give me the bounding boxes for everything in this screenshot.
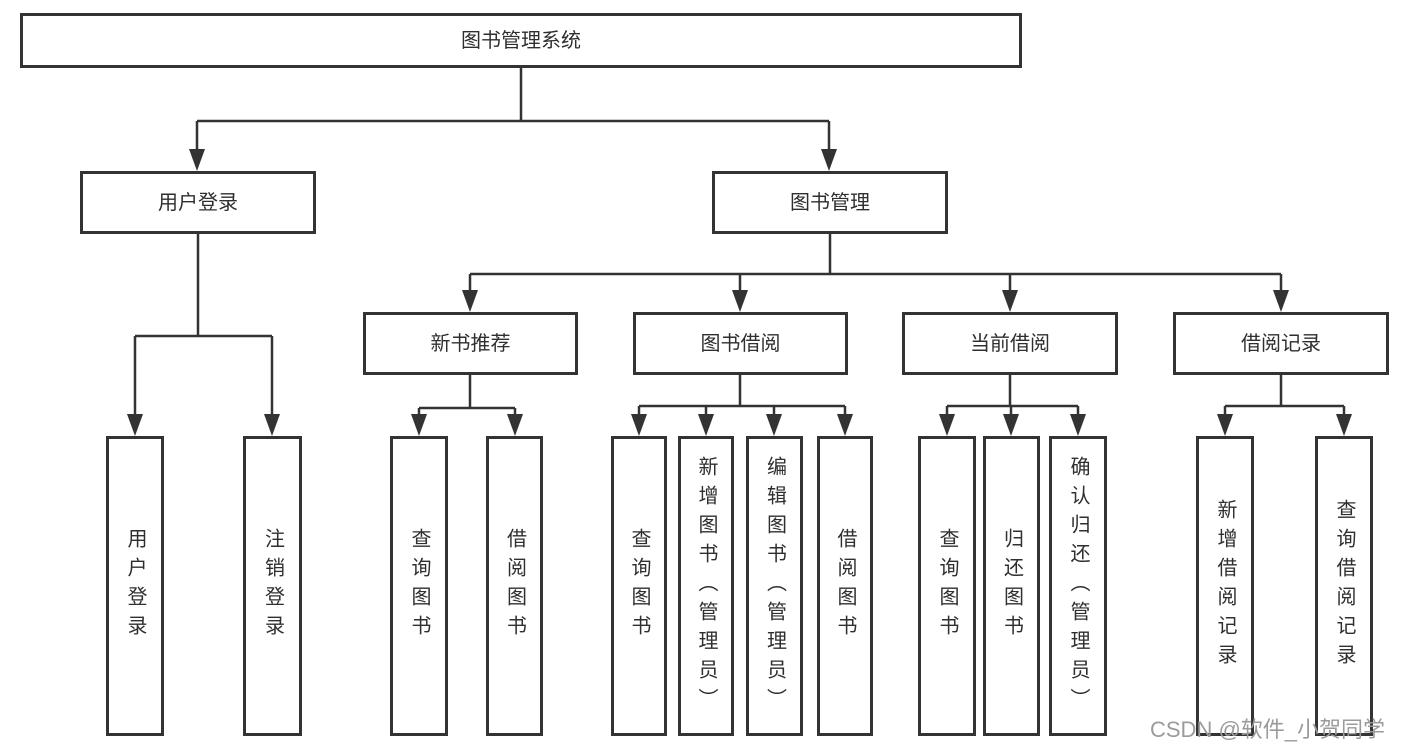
- node-label: 新书推荐: [430, 332, 511, 355]
- node-label: 借阅图书: [834, 528, 856, 644]
- watermark: CSDN @软件_小贺同学: [1150, 717, 1386, 742]
- connector-borrow-records: [1217, 375, 1352, 436]
- node-leaf-add-borrow-record: 新增借阅记录: [1196, 436, 1254, 736]
- node-leaf-query-books-rec: 查询图书: [390, 436, 448, 736]
- node-book-borrow: 图书借阅: [633, 312, 848, 375]
- node-label: 查询图书: [408, 528, 430, 644]
- node-leaf-logout: 注销登录: [243, 436, 302, 736]
- node-root: 图书管理系统: [20, 13, 1022, 68]
- node-leaf-borrow-books-rec: 借阅图书: [486, 436, 543, 736]
- node-label: 用户登录: [158, 191, 238, 214]
- node-label: 归还图书: [1000, 528, 1023, 644]
- node-label: 注销登录: [261, 528, 284, 644]
- node-current-borrow: 当前借阅: [902, 312, 1118, 375]
- node-borrow-records: 借阅记录: [1173, 312, 1389, 375]
- connector-book-mgmt: [462, 234, 1289, 312]
- node-label: 当前借阅: [970, 332, 1050, 355]
- node-label: 编辑图书（管理员）: [763, 455, 786, 717]
- node-label: 新增图书（管理员）: [695, 455, 717, 717]
- node-leaf-user-login: 用户登录: [106, 436, 164, 736]
- node-leaf-query-books-current: 查询图书: [918, 436, 976, 736]
- connector-new-book-rec: [411, 375, 523, 436]
- node-user-login: 用户登录: [80, 171, 316, 234]
- node-label: 图书借阅: [700, 332, 781, 355]
- connector-root: [189, 68, 837, 171]
- node-label: 图书管理: [790, 191, 870, 214]
- node-leaf-borrow-books-borrow: 借阅图书: [817, 436, 873, 736]
- connector-user-login: [127, 234, 280, 436]
- connector-current-borrow: [939, 375, 1086, 436]
- node-label: 确认归还（管理员）: [1067, 455, 1089, 717]
- node-new-book-rec: 新书推荐: [363, 312, 578, 375]
- node-label: 查询借阅记录: [1333, 499, 1355, 673]
- node-label: 图书管理系统: [461, 29, 581, 52]
- node-label: 查询图书: [936, 528, 958, 644]
- node-leaf-return-books: 归还图书: [983, 436, 1040, 736]
- connector-book-borrow: [631, 375, 853, 436]
- node-book-mgmt: 图书管理: [712, 171, 948, 234]
- node-label: 新增借阅记录: [1214, 499, 1236, 673]
- node-label: 借阅图书: [503, 528, 526, 644]
- node-leaf-edit-books-admin: 编辑图书（管理员）: [746, 436, 803, 736]
- node-leaf-query-borrow-record: 查询借阅记录: [1315, 436, 1373, 736]
- node-leaf-add-books-admin: 新增图书（管理员）: [678, 436, 734, 736]
- node-leaf-confirm-return-admin: 确认归还（管理员）: [1049, 436, 1107, 736]
- node-label: 查询图书: [628, 528, 650, 644]
- node-label: 用户登录: [124, 528, 146, 644]
- node-label: 借阅记录: [1241, 332, 1321, 355]
- node-leaf-query-books-borrow: 查询图书: [611, 436, 667, 736]
